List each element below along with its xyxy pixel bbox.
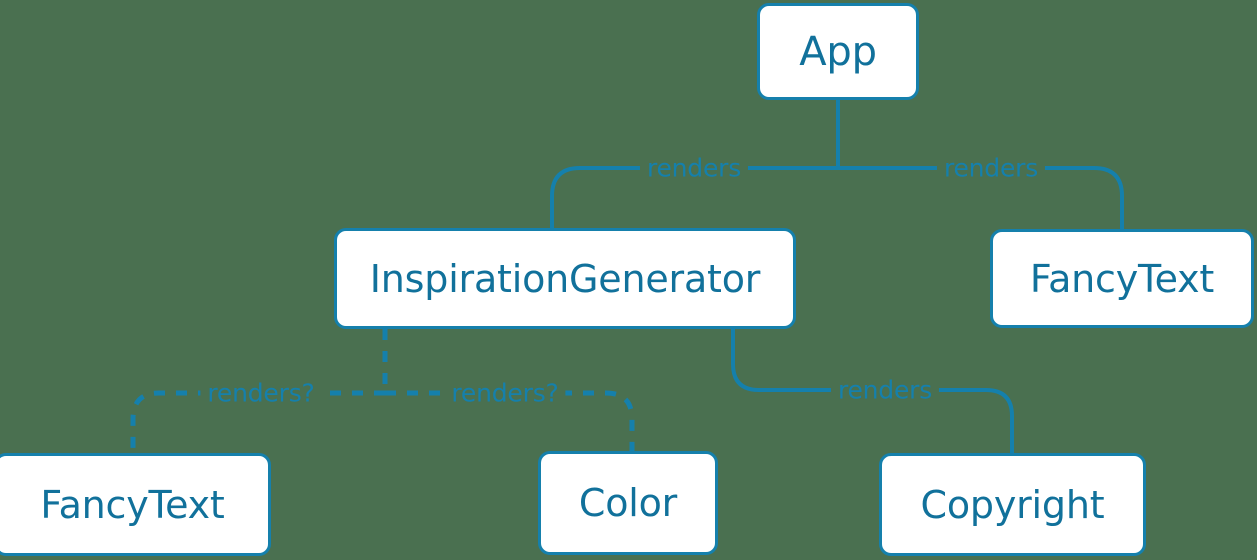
edge-label-app-to-fancytext-right: renders (936, 155, 1046, 181)
edge-ig-to-color (385, 390, 635, 451)
edge-label-app-to-inspiration-generator: renders (639, 155, 749, 181)
node-app[interactable]: App (757, 3, 919, 100)
edge-app-to-fancytext-right (836, 166, 1124, 231)
edge-ig-to-fancytext-bottom (130, 390, 385, 453)
edge-label-ig-to-copyright: renders (830, 377, 940, 403)
node-fancytext-right[interactable]: FancyText (990, 229, 1254, 328)
node-copyright[interactable]: Copyright (879, 453, 1146, 556)
node-color[interactable]: Color (538, 451, 718, 555)
edge-label-ig-to-color: renders? (444, 380, 566, 406)
node-fancytext-bottom[interactable]: FancyText (0, 453, 271, 556)
edge-app-to-inspiration-generator (550, 166, 840, 230)
node-inspiration-generator[interactable]: InspirationGenerator (334, 228, 796, 329)
edge-label-ig-to-fancytext-bottom: renders? (200, 380, 322, 406)
